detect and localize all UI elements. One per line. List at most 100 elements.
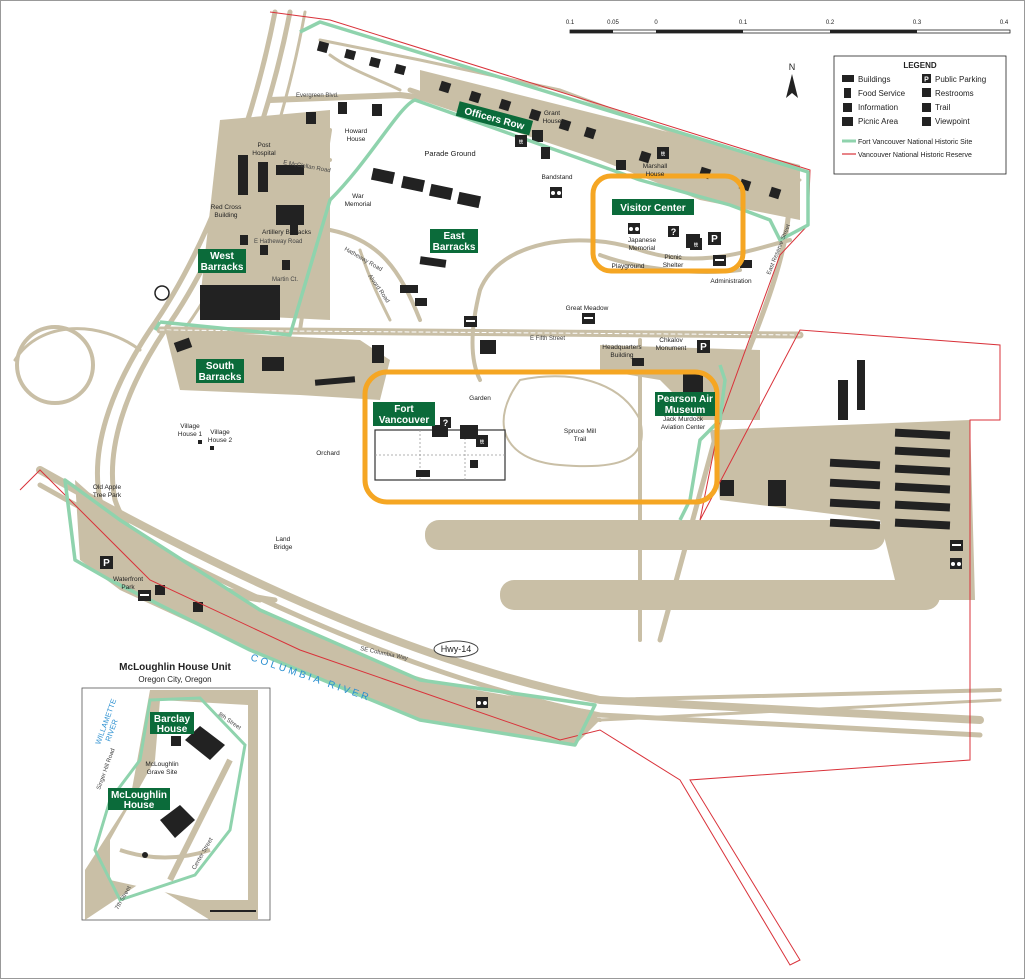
information-icon[interactable]: ? (440, 417, 451, 428)
interstate-shield-icon (154, 285, 170, 301)
hwy-14-shield: Hwy-14 (433, 640, 479, 658)
restroom-icon[interactable]: ŧŧ (657, 147, 669, 159)
parking-icon[interactable]: P (708, 232, 721, 245)
highlight-visitor-center (590, 173, 746, 274)
reserve-boundary (19, 11, 1001, 966)
mcloughlin-text-2: House (124, 800, 155, 811)
svg-text:?: ? (671, 227, 677, 237)
restroom-icon[interactable]: ŧŧ (690, 238, 702, 250)
pearson-text-2: Museum (665, 405, 706, 416)
inset-map[interactable]: McLoughlin House Unit Oregon City, Orego… (81, 662, 271, 921)
village-house-2-label-2: House 2 (208, 437, 233, 444)
information-icon[interactable]: ? (668, 226, 679, 237)
east-barracks-text-2: Barracks (433, 242, 476, 253)
svg-text:P: P (711, 234, 718, 245)
scale-tick-label: 0.1 (739, 20, 748, 26)
parking-icon[interactable]: P (100, 556, 113, 569)
orchard-label: Orchard (316, 450, 340, 457)
picnic-icon[interactable] (464, 316, 477, 327)
picnic-icon[interactable] (713, 255, 726, 266)
food-service-icon[interactable] (541, 147, 550, 159)
barclay-text-2: House (157, 724, 188, 735)
label-east-barracks[interactable]: East Barracks (430, 229, 478, 253)
inset-title: McLoughlin House Unit (119, 662, 231, 673)
old-apple-label-2: Tree Park (93, 492, 122, 499)
land-bridge-label-2: Bridge (274, 544, 293, 551)
label-visitor-center[interactable]: Visitor Center (612, 199, 694, 215)
legend-label: Picnic Area (858, 117, 899, 126)
svg-text:N: N (789, 62, 796, 72)
barclay-text-1: Barclay (154, 714, 191, 725)
red-cross-label-1: Red Cross (211, 204, 242, 211)
restroom-icon[interactable]: ŧŧ (515, 135, 527, 147)
legend-label: Public Parking (935, 75, 986, 84)
legend-label: Trail (935, 103, 950, 112)
japanese-memorial-label-1: Japanese (628, 237, 657, 244)
post-hospital-label-2: Hospital (252, 150, 276, 157)
legend-box: LEGEND Buildings P Public Parking Food S… (833, 55, 1007, 175)
grant-house-label-2: House (543, 118, 562, 125)
food-service-icon[interactable] (338, 102, 347, 114)
scale-tick-label: 0.3 (913, 20, 922, 26)
village-house-1-label-2: House 1 (178, 431, 203, 438)
scale-bar: 0.1 0.05 0 0.1 0.2 0.3 0.4 (566, 20, 1011, 34)
label-fort-vancouver[interactable]: Fort Vancouver (373, 402, 435, 426)
war-memorial-label-2: Memorial (345, 201, 372, 208)
post-hospital-label-1: Post (257, 142, 270, 149)
hatheway-label: E Hatheway Road (254, 239, 302, 245)
spruce-mill-label-1: Spruce Mill (564, 428, 597, 435)
south-barracks-text-1: South (206, 361, 234, 372)
building-icon (842, 75, 854, 82)
fort-vancouver-text-1: Fort (394, 404, 414, 415)
trail-icon (922, 103, 931, 112)
marshall-label-1: Marshall (643, 163, 668, 170)
map-symbols[interactable]: ? ? P P P ŧŧ ŧŧ ŧŧ ŧŧ (100, 102, 963, 708)
legend-label: Restrooms (935, 89, 974, 98)
legend-label: Vancouver National Historic Reserve (858, 152, 972, 159)
west-barracks-text-2: Barracks (201, 262, 244, 273)
viewpoint-icon[interactable] (550, 187, 562, 198)
svg-text:ŧŧ: ŧŧ (480, 439, 484, 446)
scale-tick-label: 0 (654, 20, 658, 26)
parking-icon[interactable]: P (697, 340, 710, 353)
south-barracks-text-2: Barracks (199, 372, 242, 383)
waterfront-label-2: Park (121, 584, 135, 591)
chkalov-label-1: Chkalov (659, 337, 683, 344)
label-south-barracks[interactable]: South Barracks (196, 359, 244, 383)
label-west-barracks[interactable]: West Barracks (198, 249, 246, 273)
headquarters-label-1: Headquarters (602, 344, 642, 351)
grant-house-label-1: Grant (544, 110, 560, 117)
food-service-icon (844, 88, 851, 98)
old-apple-label-1: Old Apple (93, 484, 122, 491)
scale-tick-label: 0.2 (826, 20, 835, 26)
picnic-icon[interactable] (950, 540, 963, 551)
picnic-shelter-label-1: Picnic (664, 254, 682, 261)
label-pearson-museum[interactable]: Pearson Air Museum (655, 392, 715, 416)
viewpoint-icon[interactable] (950, 558, 962, 569)
picnic-icon[interactable] (138, 590, 151, 601)
parade-ground-label: Parade Ground (424, 149, 475, 158)
scale-tick-label: 0.1 (566, 20, 575, 26)
buildings-layer (155, 40, 951, 612)
howard-house-label-1: Howard (345, 128, 368, 135)
inset-subtitle: Oregon City, Oregon (138, 675, 211, 684)
pearson-text-1: Pearson Air (657, 394, 713, 405)
marshall-label-2: House (646, 171, 665, 178)
picnic-icon[interactable] (582, 313, 595, 324)
hwy-text: Hwy-14 (441, 644, 472, 654)
jack-murdock-label-2: Aviation Center (661, 424, 706, 431)
land-bridge-label-1: Land (276, 536, 291, 543)
svg-text:P: P (700, 342, 707, 353)
legend-label: Food Service (858, 89, 906, 98)
great-meadow-label: Great Meadow (566, 305, 609, 312)
highlight-fort-pearson (362, 369, 720, 505)
information-icon (843, 103, 852, 112)
viewpoint-icon[interactable] (628, 223, 640, 234)
west-barracks-text-1: West (210, 251, 234, 262)
viewpoint-icon (922, 117, 931, 126)
restroom-icon[interactable]: ŧŧ (476, 435, 488, 447)
viewpoint-icon[interactable] (476, 697, 488, 708)
barclay-label-box (150, 712, 194, 734)
legend-label: Fort Vancouver National Historic Site (858, 139, 972, 146)
